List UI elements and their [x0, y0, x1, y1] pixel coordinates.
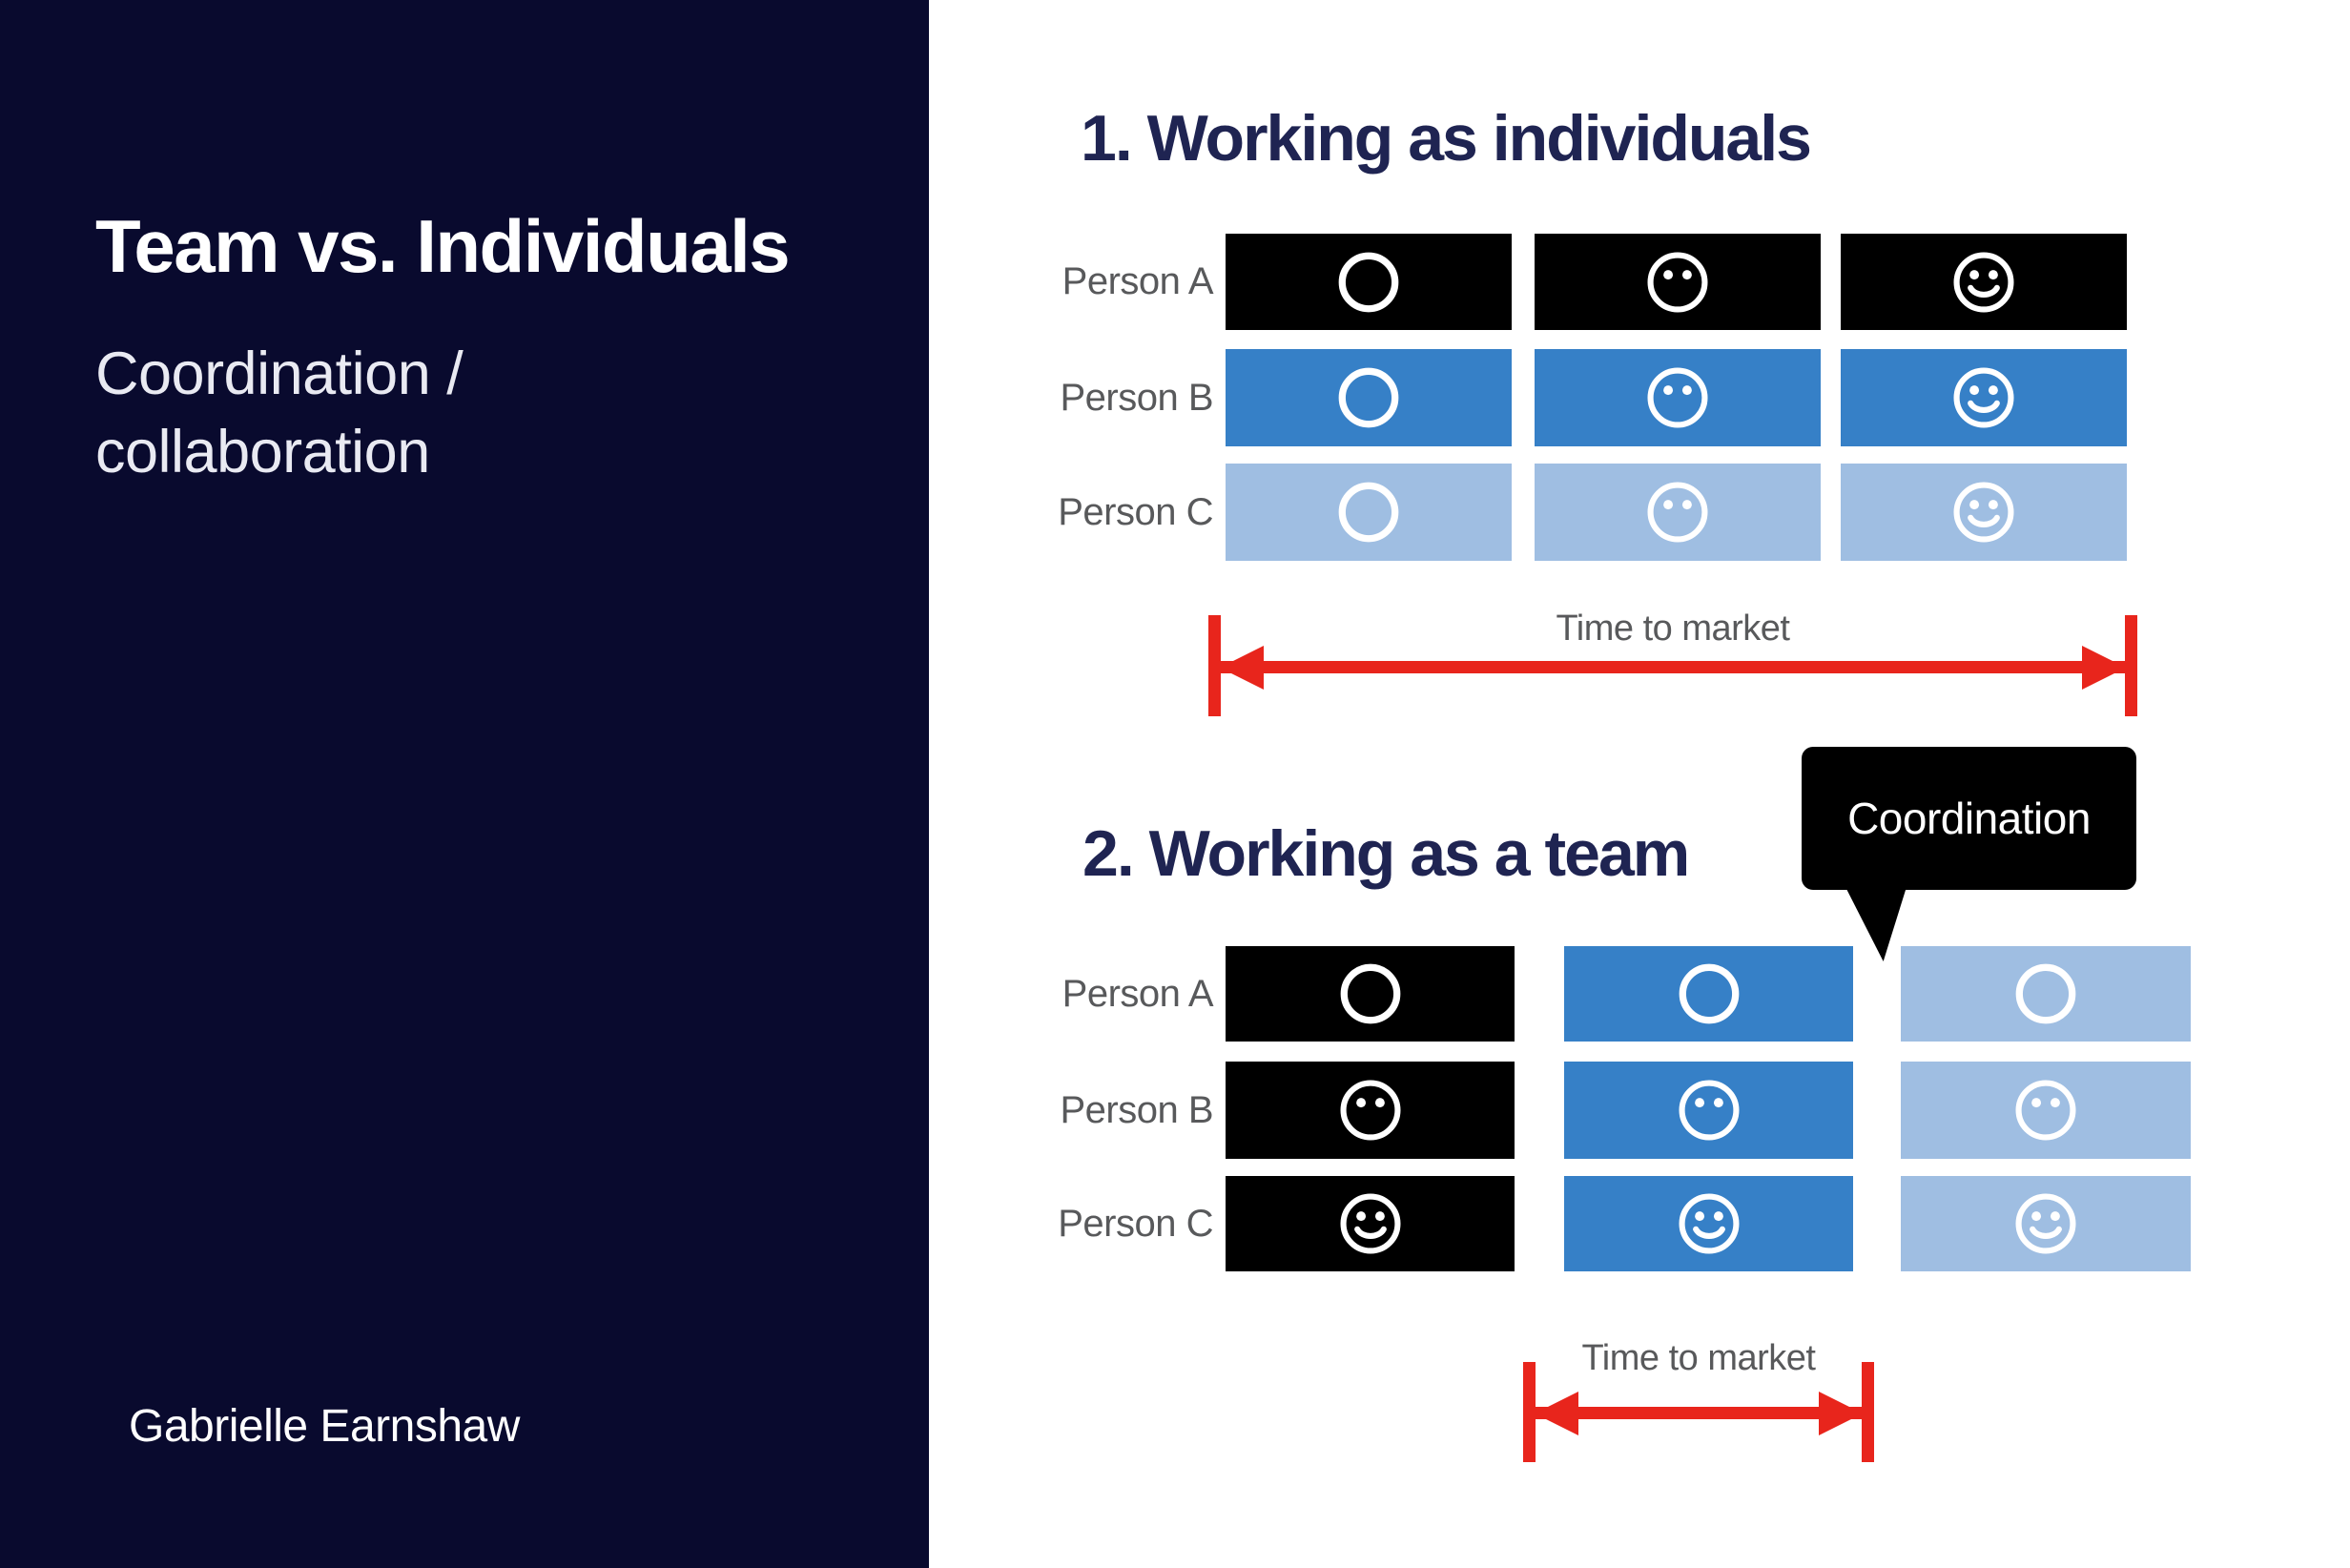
face-smile-icon — [1953, 367, 2014, 428]
circle-empty-icon — [1338, 367, 1399, 428]
arrow-end-bar-right — [1862, 1362, 1874, 1462]
diagram1-heading: 1. Working as individuals — [1081, 102, 1812, 175]
arrow-end-bar-left — [1208, 615, 1221, 716]
work-block — [1841, 349, 2127, 446]
face-eyes-icon — [1340, 1080, 1400, 1141]
face-eyes-icon — [1647, 482, 1708, 543]
subtitle-line-2: collaboration — [95, 418, 430, 485]
arrow-head-right-icon — [2082, 646, 2126, 690]
time-arrow-1: Time to market — [1208, 609, 2137, 721]
work-block — [1226, 1176, 1515, 1271]
face-eyes-icon — [1679, 1080, 1739, 1141]
circle-empty-icon — [2015, 963, 2076, 1024]
work-block — [1226, 946, 1515, 1042]
coordination-callout: Coordination — [1802, 747, 2136, 890]
work-block — [1226, 464, 1512, 561]
circle-empty-icon — [1679, 963, 1739, 1024]
slide-subtitle: Coordination / collaboration — [95, 336, 897, 492]
circle-empty-icon — [1338, 482, 1399, 543]
work-block — [1901, 1062, 2191, 1159]
work-block — [1841, 234, 2127, 330]
slide-title: Team vs. Individuals — [95, 204, 791, 288]
time-arrow-2: Time to market — [1523, 1338, 1874, 1464]
diagram2-heading: 2. Working as a team — [1082, 817, 1690, 890]
arrow-line — [1535, 1407, 1863, 1419]
arrow-head-right-icon — [1819, 1392, 1863, 1435]
work-block — [1901, 1176, 2191, 1271]
work-block — [1535, 349, 1821, 446]
work-block — [1226, 349, 1512, 446]
circle-empty-icon — [1338, 252, 1399, 312]
face-smile-icon — [1953, 482, 2014, 543]
person-label: Person B — [1060, 376, 1213, 419]
face-smile-icon — [1953, 252, 2014, 312]
work-block — [1564, 1176, 1853, 1271]
work-block — [1564, 946, 1853, 1042]
circle-empty-icon — [1340, 963, 1400, 1024]
face-eyes-icon — [2015, 1080, 2076, 1141]
work-block — [1535, 234, 1821, 330]
arrow-end-bar-right — [2125, 615, 2137, 716]
arrow-line — [1220, 661, 2126, 673]
work-block — [1841, 464, 2127, 561]
sidebar: Team vs. Individuals Coordination / colla… — [0, 0, 929, 1568]
person-label: Person C — [1058, 490, 1213, 533]
person-label: Person C — [1058, 1202, 1213, 1245]
person-label: Person A — [1062, 260, 1214, 302]
work-block — [1535, 464, 1821, 561]
time-to-market-label: Time to market — [1556, 609, 1790, 649]
face-eyes-icon — [1647, 252, 1708, 312]
arrow-head-left-icon — [1535, 1392, 1578, 1435]
face-smile-icon — [1679, 1193, 1739, 1254]
time-to-market-label: Time to market — [1581, 1338, 1816, 1378]
face-smile-icon — [2015, 1193, 2076, 1254]
person-label: Person A — [1062, 972, 1214, 1015]
author-name: Gabrielle Earnshaw — [129, 1401, 520, 1452]
work-block — [1226, 1062, 1515, 1159]
work-block — [1226, 234, 1512, 330]
callout-tail — [1845, 887, 1907, 961]
arrow-end-bar-left — [1523, 1362, 1536, 1462]
face-eyes-icon — [1647, 367, 1708, 428]
coordination-callout-label: Coordination — [1847, 794, 2091, 843]
person-label: Person B — [1060, 1088, 1213, 1131]
arrow-head-left-icon — [1220, 646, 1264, 690]
work-block — [1901, 946, 2191, 1042]
subtitle-line-1: Coordination / — [95, 340, 464, 407]
face-smile-icon — [1340, 1193, 1400, 1254]
work-block — [1564, 1062, 1853, 1159]
